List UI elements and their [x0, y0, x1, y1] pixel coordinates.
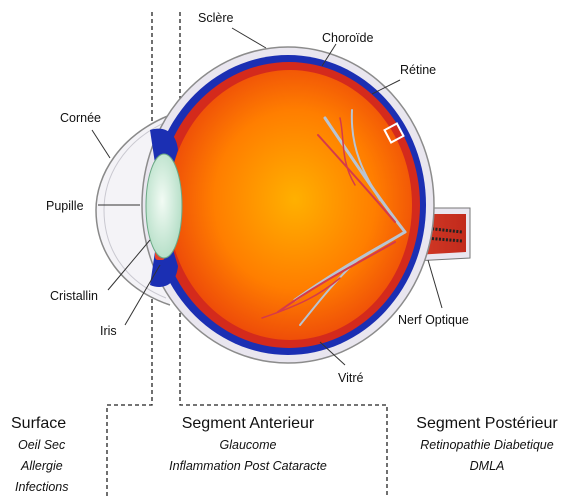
section-posterior: Segment Postérieur Retinopathie Diabetiq…	[416, 415, 558, 473]
section-title-anterior: Segment Anterieur	[182, 415, 315, 432]
label-nerf-optique: Nerf Optique	[398, 313, 469, 327]
section-anterior: Segment Anterieur Glaucome Inflammation …	[169, 415, 327, 473]
section-item-oeil-sec: Oeil Sec	[18, 438, 66, 452]
section-item-dmla: DMLA	[470, 459, 505, 473]
lens	[146, 154, 182, 258]
vitreous-body	[168, 70, 412, 340]
section-item-retinopathie: Retinopathie Diabetique	[420, 438, 553, 452]
section-item-glaucome: Glaucome	[220, 438, 277, 452]
label-sclere: Sclère	[198, 11, 233, 25]
label-pupille: Pupille	[46, 199, 84, 213]
label-cristallin: Cristallin	[50, 289, 98, 303]
section-item-inflammation: Inflammation Post Cataracte	[169, 459, 327, 473]
label-choroide: Choroïde	[322, 31, 373, 45]
section-title-surface: Surface	[11, 415, 66, 432]
label-cornee: Cornée	[60, 111, 101, 125]
label-iris: Iris	[100, 324, 117, 338]
section-surface: Surface Oeil Sec Allergie Infections	[11, 415, 69, 494]
section-title-posterior: Segment Postérieur	[416, 415, 558, 432]
label-retine: Rétine	[400, 63, 436, 77]
section-item-infections: Infections	[15, 480, 69, 494]
label-vitre: Vitré	[338, 371, 364, 385]
section-item-allergie: Allergie	[20, 459, 63, 473]
